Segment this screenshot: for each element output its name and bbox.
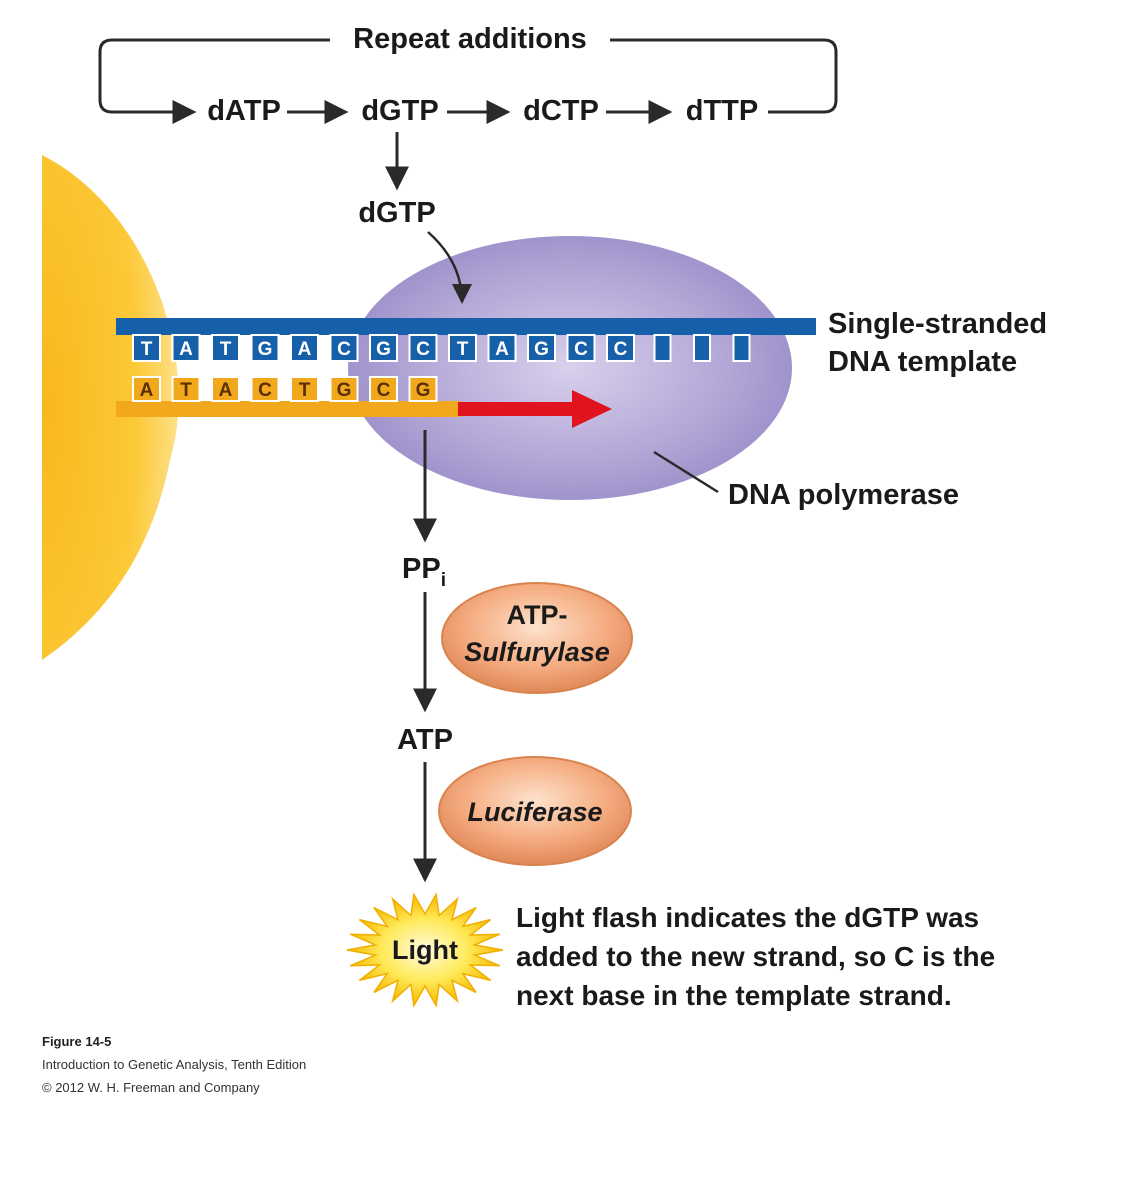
note-line-3: next base in the template strand.: [516, 980, 952, 1011]
template-base-tile: [566, 334, 596, 362]
template-base-tile: [527, 334, 556, 362]
nucleotide-dgtp: dGTP: [361, 95, 438, 127]
dgtp-entry-arrow: [427, 231, 472, 304]
new-base-tile: [132, 376, 161, 402]
template-base-tile: [408, 334, 438, 362]
bead-shape: [42, 155, 179, 660]
new-base-tile: [171, 376, 201, 402]
polymerase-label: DNA polymerase: [728, 479, 959, 511]
template-base-letter: G: [534, 339, 549, 360]
light-label: Light: [392, 935, 458, 965]
nucleotide-datp: dATP: [207, 95, 281, 127]
book-title: Introduction to Genetic Analysis, Tenth …: [42, 1057, 307, 1072]
new-strand-backbone: [116, 401, 461, 417]
template-empty-slot: [693, 334, 711, 362]
atp-sulfurylase-line1: ATP-: [507, 600, 568, 630]
template-base-tile: [171, 334, 201, 362]
new-base-letter: T: [299, 380, 311, 401]
repeat-additions-label: Repeat additions: [353, 23, 587, 55]
new-base-tile: [369, 376, 398, 402]
synthesis-direction-arrow: [458, 390, 612, 428]
new-base-letter: G: [416, 380, 431, 401]
new-base-letter: T: [180, 380, 192, 401]
template-base-letter: A: [495, 339, 509, 360]
template-base-tile: [132, 334, 161, 362]
explanation-note: Light flash indicates the dGTP was added…: [516, 898, 1116, 1015]
light-burst-icon: [346, 892, 504, 1008]
nucleotide-dctp: dCTP: [523, 95, 599, 127]
atp-sulfurylase-shape: [441, 582, 633, 694]
note-line-2: added to the new strand, so C is the: [516, 941, 996, 972]
template-base-letter: T: [457, 339, 469, 360]
new-base-tile: [408, 376, 438, 402]
polymerase-pointer-line: [653, 450, 719, 494]
template-base-tile: [290, 334, 319, 362]
template-base-letter: C: [574, 339, 588, 360]
template-base-letter: G: [258, 339, 273, 360]
ppi-label: PPi: [402, 553, 446, 591]
luciferase-shape: [438, 756, 632, 866]
template-base-tile: [329, 334, 359, 362]
template-base-tile: [487, 334, 517, 362]
dna-polymerase-shape: [348, 236, 792, 500]
cycle-loop-right: [610, 38, 838, 114]
new-base-letter: A: [140, 380, 154, 401]
nucleotide-dttp: dTTP: [686, 95, 759, 127]
template-base-tile: [250, 334, 280, 362]
new-base-tile: [329, 376, 359, 402]
new-base-letter: C: [377, 380, 391, 401]
cycle-loop-left: [98, 38, 330, 124]
template-backbone: [116, 318, 816, 335]
luciferase-label: Luciferase: [467, 797, 602, 827]
atp-label: ATP: [397, 724, 453, 756]
new-base-tile: [250, 376, 280, 402]
template-base-tile: [369, 334, 398, 362]
template-label-line1: Single-stranded: [828, 308, 1047, 340]
template-base-letter: T: [141, 339, 153, 360]
figure-credit: Figure 14-5 Introduction to Genetic Anal…: [42, 1030, 306, 1099]
ppi-subscript-text: i: [441, 570, 446, 591]
copyright: © 2012 W. H. Freeman and Company: [42, 1080, 260, 1095]
template-base-tile: [606, 334, 635, 362]
new-base-tile: [290, 376, 319, 402]
template-empty-slot: [732, 334, 751, 362]
template-base-letter: G: [376, 339, 391, 360]
template-label-line2: DNA template: [828, 346, 1017, 378]
template-base-letter: A: [298, 339, 312, 360]
atp-sulfurylase-line2: Sulfurylase: [464, 637, 610, 667]
template-base-letter: A: [179, 339, 193, 360]
new-base-letter: G: [337, 380, 352, 401]
figure-number: Figure 14-5: [42, 1034, 112, 1049]
new-base-letter: C: [258, 380, 272, 401]
template-base-letter: C: [614, 339, 628, 360]
template-base-letter: C: [337, 339, 351, 360]
template-base-tile: [448, 334, 477, 362]
new-base-letter: A: [219, 380, 233, 401]
template-empty-slot: [653, 334, 672, 362]
template-base-tile: [211, 334, 240, 362]
template-base-letter: T: [220, 339, 232, 360]
new-base-tile: [211, 376, 240, 402]
note-line-1: Light flash indicates the dGTP was: [516, 902, 980, 933]
incoming-dgtp-label: dGTP: [358, 197, 435, 229]
ppi-main-text: PP: [402, 553, 441, 585]
template-base-letter: C: [416, 339, 430, 360]
